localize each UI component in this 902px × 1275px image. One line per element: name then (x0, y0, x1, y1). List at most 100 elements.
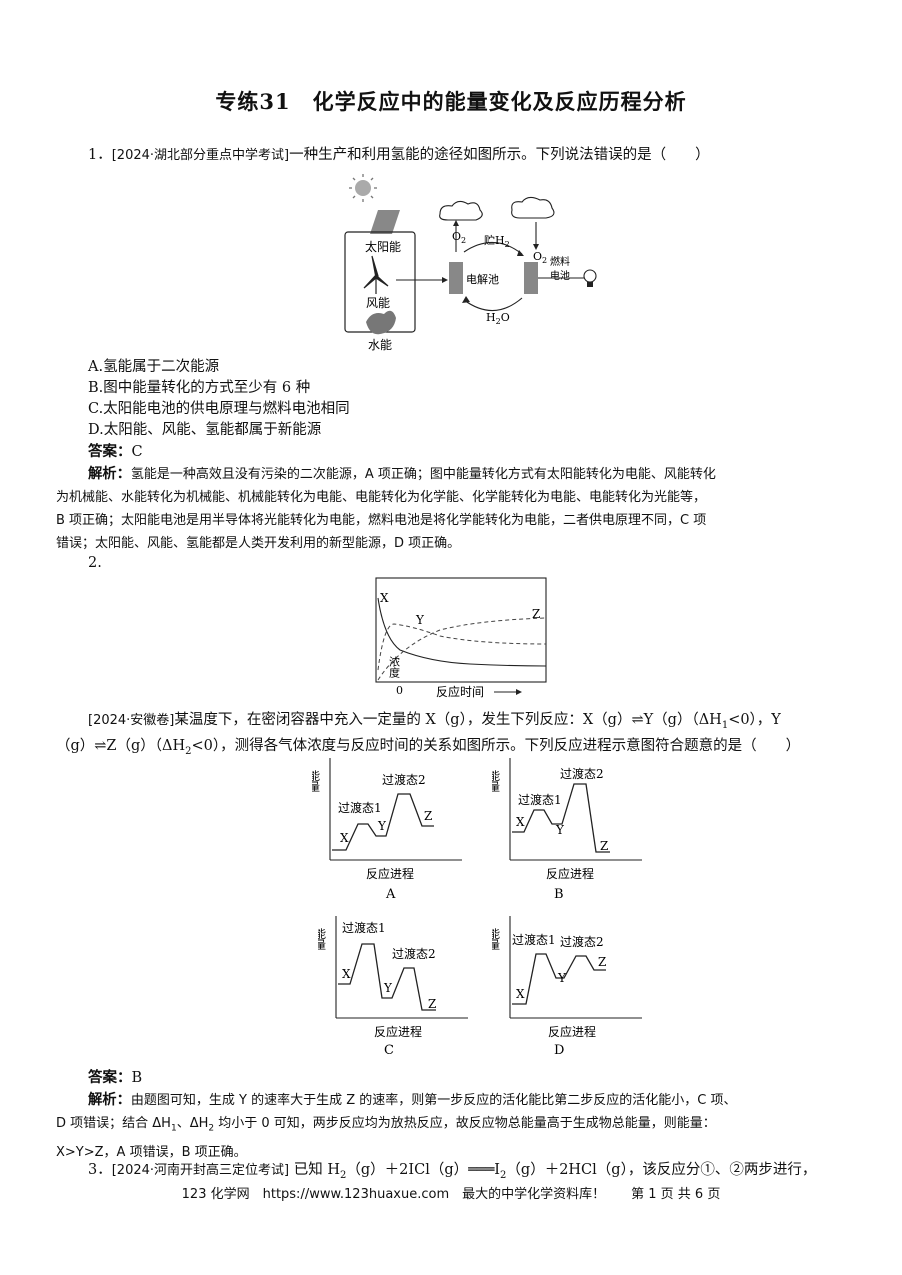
origin-label: 0 (396, 684, 403, 697)
svg-text:过渡态2: 过渡态2 (560, 766, 604, 781)
explanation-label: 解析： (88, 1092, 131, 1108)
q1-option-a: A.氢能属于二次能源 (88, 359, 220, 375)
svg-text:X: X (516, 987, 525, 1001)
svg-text:能量: 能量 (492, 769, 501, 792)
page-footer: 123 化学网 https://www.123huaxue.com 最大的中学化… (181, 1187, 721, 1202)
q1-answer-value: C (131, 444, 143, 460)
water-label: 水能 (368, 338, 392, 352)
cloud-left-icon (439, 200, 483, 221)
svg-text:反应进程: 反应进程 (374, 1024, 422, 1039)
fuel-cell-block (524, 262, 538, 294)
x-axis-arrow-icon (516, 689, 522, 695)
diagram-label: A (385, 887, 396, 902)
svg-text:Z: Z (428, 997, 436, 1011)
q2-stem: [2024·安徽卷]某温度下，在密闭容器中充入一定量的 X（g），发生下列反应：… (56, 712, 801, 757)
solar-panel-icon (370, 210, 400, 234)
series-z-label: Z (532, 607, 540, 621)
light-bulb-icon (538, 269, 597, 287)
energy-path (512, 783, 610, 853)
svg-text:X: X (342, 967, 351, 981)
energy-path (512, 953, 606, 1005)
svg-text:能量: 能量 (318, 927, 327, 950)
svg-text:过渡态2: 过渡态2 (560, 934, 604, 949)
o2-left-label: O2 (452, 230, 466, 245)
q2-expl-line-1: 由题图可知，生成 Y 的速率大于生成 Z 的速率，则第一步反应的活化能比第二步反… (130, 1093, 737, 1108)
series-z-curve (377, 617, 547, 681)
svg-text:能量: 能量 (312, 769, 321, 792)
q2-source: [2024·安徽卷] (88, 713, 175, 728)
q1-options: A.氢能属于二次能源 B.图中能量转化的方式至少有 6 种 C.太阳能电池的供电… (88, 357, 350, 441)
solar-label: 太阳能 (365, 239, 401, 254)
q1-option-c: C.太阳能电池的供电原理与燃料电池相同 (88, 401, 350, 417)
explanation-label: 解析： (88, 466, 131, 482)
diagram-a: 能量 X 过渡态1 Y 过渡态2 Z 反应进程 A (312, 758, 462, 902)
x-axis-label: 反应时间 (436, 684, 484, 699)
wind-label: 风能 (366, 296, 390, 310)
q1-expl-line-2: 为机械能、水能转化为机械能、机械能转化为电能、电能转化为化学能、化学能转化为电能… (56, 490, 707, 505)
windmill-icon (363, 255, 389, 294)
svg-text:Y: Y (555, 823, 565, 837)
q1-expl-line-3: B 项正确；太阳能电池是用半导体将光能转化为电能，燃料电池是将化学能转化为电能，… (56, 513, 707, 528)
svg-text:反应进程: 反应进程 (548, 1024, 596, 1039)
diagram-label: B (554, 887, 564, 902)
electrolysis-block (449, 262, 463, 294)
fuel-cell-label-1: 燃料 (550, 255, 570, 268)
arrow-icon (442, 277, 448, 283)
water-wheel-icon (366, 310, 396, 335)
diagram-label: D (554, 1043, 564, 1058)
q2-explanation: 解析：由题图可知，生成 Y 的速率大于生成 Z 的速率，则第一步反应的活化能比第… (56, 1089, 866, 1164)
series-y-curve (377, 623, 547, 671)
o2-right-label: O2 (533, 250, 547, 265)
answer-label: 答案： (88, 1069, 132, 1086)
q1-option-d: D.太阳能、风能、氢能都属于新能源 (88, 422, 322, 438)
q1-energy-figure: 太阳能 风能 水能 O2 O2 贮H2 电解池 燃料 电池 H2O (344, 174, 597, 352)
cloud-right-icon (511, 196, 555, 219)
svg-text:Z: Z (424, 809, 432, 823)
q2-number: 2. (88, 555, 102, 571)
series-y-label: Y (415, 613, 425, 627)
q1-stem: 1．[2024·湖北部分重点中学考试]一种生产和利用氢能的途径如图所示。下列说法… (88, 145, 710, 166)
page-title: 专练31 化学反应中的能量变化及反应历程分析 (215, 89, 687, 114)
svg-text:X: X (516, 815, 525, 829)
q2-answer: 答案：B (88, 1067, 142, 1089)
q1-stem-text: 一种生产和利用氢能的途径如图所示。下列说法错误的是（ ） (289, 147, 710, 163)
diagram-b: 能量 X 过渡态1 Y 过渡态2 Z 反应进程 B (492, 758, 642, 902)
diagram-d: 能量 X 过渡态1 Y 过渡态2 Z 反应进程 D (492, 916, 642, 1058)
q3-stem: 3．[2024·河南开封高三定位考试] 已知 H2（g）＋2ICl（g）═══I… (88, 1162, 817, 1181)
svg-text:Y: Y (557, 971, 567, 985)
svg-text:过渡态2: 过渡态2 (392, 946, 436, 961)
svg-text:反应进程: 反应进程 (546, 866, 594, 881)
q1-number: 1． (88, 147, 112, 163)
q2-concentration-chart: X Y Z 浓度 0 反应时间 (375, 577, 547, 699)
energy-path (332, 793, 434, 851)
fuel-cell-label-2: 电池 (550, 269, 570, 282)
series-x-label: X (380, 591, 389, 605)
energy-path (338, 943, 436, 1011)
q2-expl-line-2: D 项错误；结合 ΔH1、ΔH2 均小于 0 可知，两步反应均为放热反应，故反应… (56, 1116, 716, 1134)
q1-expl-line-1: 氢能是一种高效且没有污染的二次能源，A 项正确；图中能量转化方式有太阳能转化为电… (130, 467, 716, 482)
svg-text:X: X (340, 831, 349, 845)
svg-text:过渡态1: 过渡态1 (338, 800, 382, 815)
q3-source: [2024·河南开封高三定位考试] (111, 1163, 290, 1178)
svg-text:Y: Y (383, 981, 393, 995)
store-h2-label: 贮H2 (484, 234, 510, 249)
diagram-c: 能量 X 过渡态1 Y 过渡态2 Z 反应进程 C (318, 916, 468, 1058)
svg-text:过渡态1: 过渡态1 (512, 932, 556, 947)
svg-text:过渡态1: 过渡态1 (518, 792, 562, 807)
q1-source: [2024·湖北部分重点中学考试] (111, 148, 290, 163)
svg-text:过渡态1: 过渡态1 (342, 920, 386, 935)
q3-number: 3． (88, 1162, 112, 1178)
svg-text:反应进程: 反应进程 (366, 866, 414, 881)
svg-text:Y: Y (377, 819, 387, 833)
series-x-curve (377, 597, 547, 667)
q1-expl-line-4: 错误；太阳能、风能、氢能都是人类开发利用的新型能源，D 项正确。 (56, 536, 461, 551)
chart-frame (375, 577, 547, 683)
q1-explanation: 解析：氢能是一种高效且没有污染的二次能源，A 项正确；图中能量转化方式有太阳能转… (56, 463, 856, 555)
q2-expl-line-3: X>Y>Z，A 项错误，B 项正确。 (56, 1144, 247, 1160)
q2-answer-value: B (131, 1070, 143, 1086)
q1-answer: 答案：C (88, 441, 143, 463)
electrolysis-label: 电解池 (466, 272, 499, 286)
svg-text:Z: Z (600, 839, 608, 853)
sun-icon (349, 174, 377, 202)
q1-option-b: B.图中能量转化的方式至少有 6 种 (88, 380, 311, 396)
